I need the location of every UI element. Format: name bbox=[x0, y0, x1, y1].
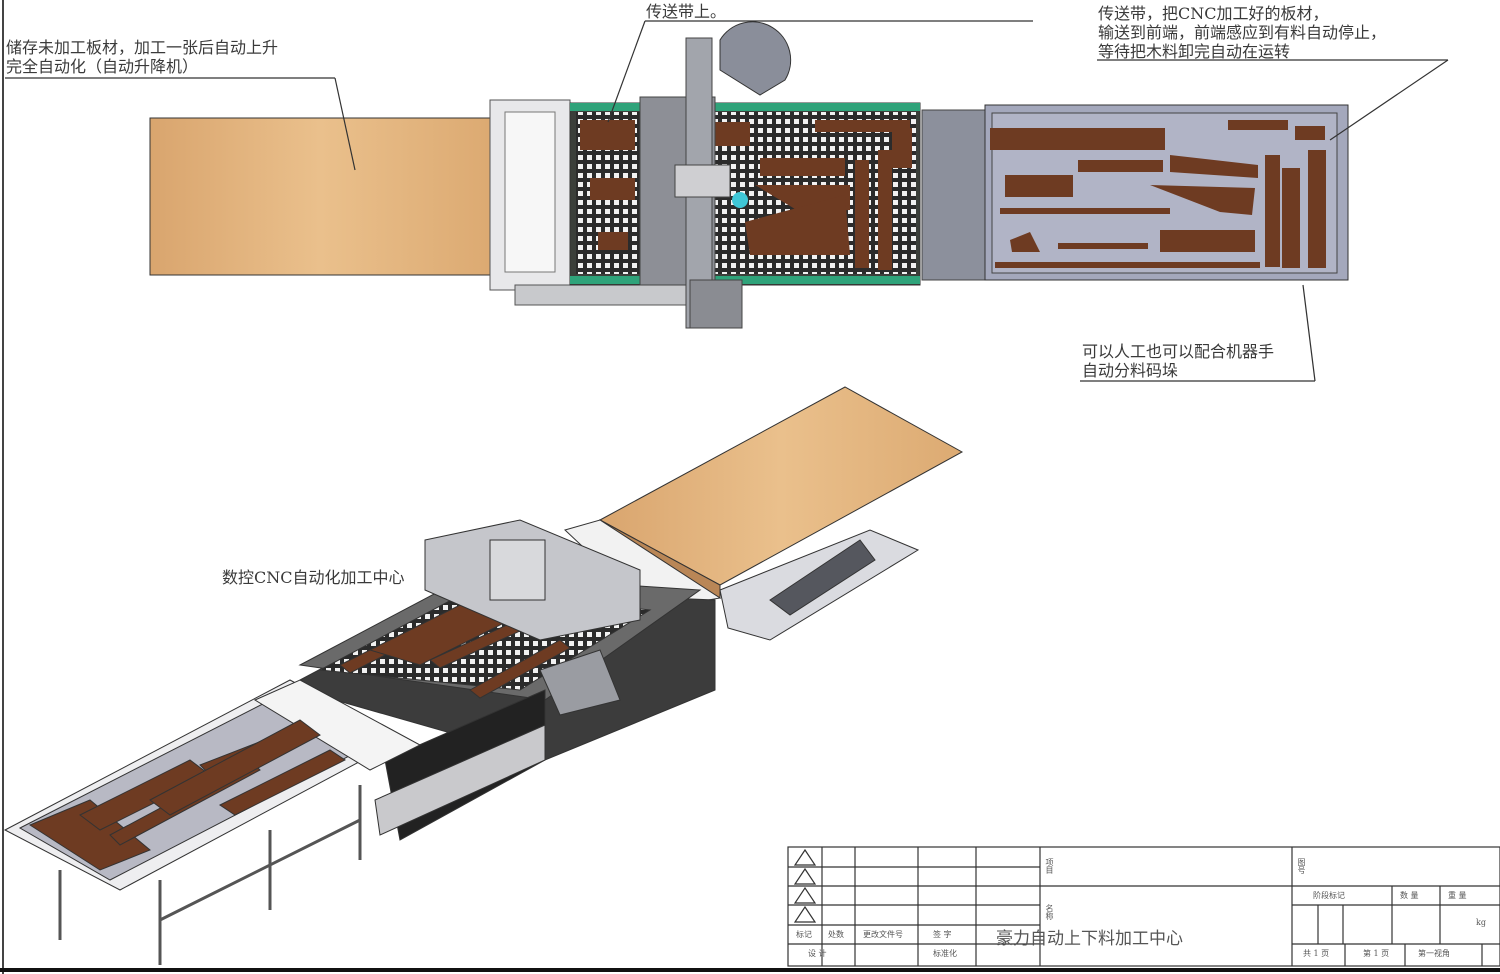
output-parts bbox=[990, 120, 1326, 268]
weight-label: 重 量 bbox=[1448, 891, 1467, 900]
total-pages: 共 1 页 bbox=[1303, 949, 1330, 958]
unload-note-line: 自动分料码垛 bbox=[1082, 361, 1179, 380]
transfer-block bbox=[921, 109, 986, 281]
isometric-view bbox=[3, 386, 964, 965]
design-label: 设 计 bbox=[808, 949, 827, 958]
revision-triangles bbox=[793, 848, 817, 923]
belt-note-line: 传送带上。 bbox=[646, 2, 727, 21]
spindle-head bbox=[719, 21, 792, 96]
top-view bbox=[149, 21, 1349, 329]
cnc-label: 数控CNC自动化加工中心 bbox=[222, 568, 405, 587]
raw-board bbox=[149, 117, 491, 276]
unload-note-line: 可以人工也可以配合机器手 bbox=[1082, 342, 1275, 361]
storage-note-line: 储存未加工板材，加工一张后自动上升 bbox=[6, 38, 279, 57]
project-label: 项目 bbox=[1045, 858, 1054, 874]
storage-note: 储存未加工板材，加工一张后自动上升 完全自动化（自动升降机） bbox=[6, 38, 278, 76]
conveyor-note-line: 等待把木料卸完自动在运转 bbox=[1098, 42, 1291, 61]
weight-unit: kg bbox=[1476, 918, 1486, 927]
conveyor-note-line: 传送带，把CNC加工好的板材， bbox=[1098, 4, 1329, 23]
title-block: 标记 处数 更改文件号 签 字 设 计 标准化 项目 名称 豪力自动上下料加工中… bbox=[788, 846, 1500, 966]
unload-note: 可以人工也可以配合机器手 自动分料码垛 bbox=[1082, 342, 1274, 380]
leader-lines bbox=[5, 20, 1449, 382]
stage-mark-label: 阶段标记 bbox=[1313, 891, 1345, 900]
standardize-label: 标准化 bbox=[933, 949, 957, 958]
signature-label: 签 字 bbox=[933, 930, 952, 939]
quantity-label: 数 量 bbox=[1400, 891, 1419, 900]
page-number: 第 1 页 bbox=[1363, 949, 1390, 958]
table-legs bbox=[58, 785, 362, 965]
title-block-grid bbox=[787, 846, 1500, 967]
belt-note: 传送带上。 bbox=[646, 2, 726, 21]
marks-label: 标记 bbox=[796, 930, 812, 939]
conveyor-note-line: 输送到前端，前端感应到有料自动停止， bbox=[1098, 23, 1387, 42]
projection-label: 第一视角 bbox=[1418, 949, 1450, 958]
storage-note-line: 完全自动化（自动升降机） bbox=[6, 57, 199, 76]
drawing-title: 豪力自动上下料加工中心 bbox=[996, 929, 1183, 949]
count-label: 处数 bbox=[828, 930, 844, 939]
conveyor-note: 传送带，把CNC加工好的板材， 输送到前端，前端感应到有料自动停止， 等待把木料… bbox=[1098, 4, 1386, 61]
name-label: 名称 bbox=[1045, 904, 1054, 920]
drawing-no-label: 图号 bbox=[1297, 858, 1306, 874]
cnc-parts bbox=[580, 120, 912, 270]
change-doc-label: 更改文件号 bbox=[863, 930, 903, 939]
